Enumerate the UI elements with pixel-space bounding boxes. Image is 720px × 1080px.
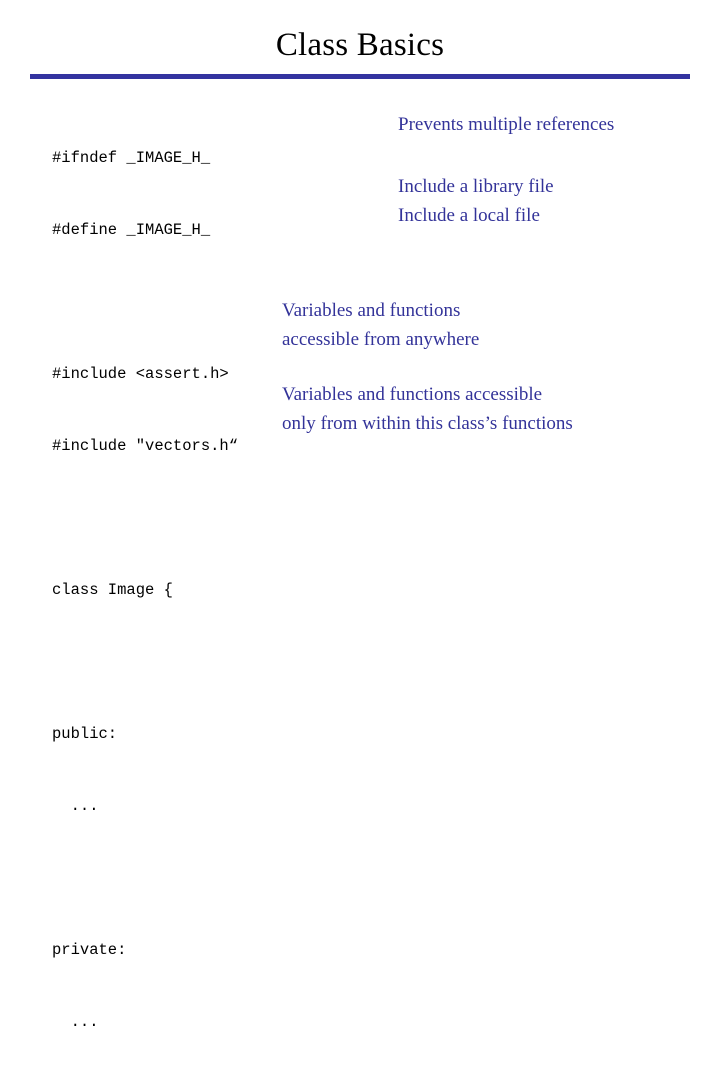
code-line: #define _IMAGE_H_ <box>52 221 211 239</box>
annotation-private-section: Variables and functions accessible only … <box>282 380 573 438</box>
annotation-line: Variables and functions <box>282 300 461 321</box>
annotation-includes: Include a library file Include a local f… <box>398 172 554 230</box>
code-line: class Image { <box>52 581 173 599</box>
page-title: Class Basics <box>275 27 445 63</box>
annotation-public-section: Variables and functions accessible from … <box>282 296 479 354</box>
code-line: ... <box>52 797 99 815</box>
code-line: #ifndef _IMAGE_H_ <box>52 149 211 167</box>
annotation-line: Prevents multiple references <box>398 114 615 135</box>
annotation-line: Variables and functions accessible <box>282 384 543 405</box>
code-blank-line <box>52 290 238 314</box>
annotation-line: Include a library file <box>398 176 554 197</box>
title-divider <box>30 74 690 79</box>
code-blank-line <box>52 866 238 890</box>
code-line: ... <box>52 1013 99 1031</box>
code-blank-line <box>52 650 238 674</box>
annotation-line: only from within this class’s functions <box>282 413 573 434</box>
code-line: private: <box>52 941 127 959</box>
code-line: public: <box>52 725 118 743</box>
annotation-line: Include a local file <box>398 205 540 226</box>
slide-canvas: Class Basics #ifndef _IMAGE_H_ #define _… <box>30 27 690 1031</box>
annotation-line: accessible from anywhere <box>282 329 480 350</box>
annotation-include-guard: Prevents multiple references <box>398 110 614 139</box>
code-listing: #ifndef _IMAGE_H_ #define _IMAGE_H_ #inc… <box>52 98 238 1080</box>
code-line: #include "vectors.h“ <box>52 437 239 455</box>
code-blank-line <box>52 506 238 530</box>
code-line: #include <assert.h> <box>52 365 229 383</box>
